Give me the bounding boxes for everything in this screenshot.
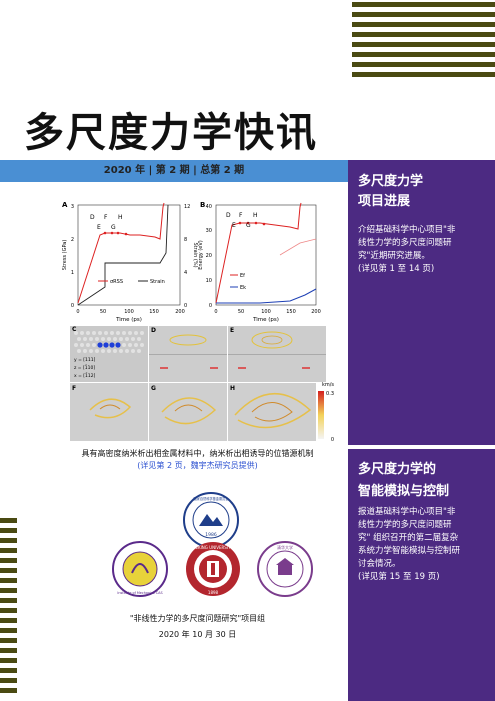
svg-text:km/s: km/s: [322, 382, 334, 388]
caption-line1: 具有高密度纳米析出相金属材料中，纳米析出相诱导的位错源机制: [81, 449, 314, 458]
svg-text:Energy (eV): Energy (eV): [198, 240, 204, 270]
section1-text: 介绍基础科学中心项目"非 线性力学的多尺度问题研 究"近期研究进展。 (详见第 …: [358, 225, 456, 274]
svg-text:H: H: [253, 212, 258, 219]
svg-text:y = [111]: y = [111]: [74, 357, 96, 363]
svg-text:1: 1: [71, 270, 74, 276]
svg-text:Time (ps): Time (ps): [252, 317, 279, 323]
figure-caption: 具有高密度纳米析出相金属材料中，纳米析出相诱导的位错源机制 (详见第 2 页，魏…: [60, 448, 335, 472]
panel-b: B D E F G H Ef Ek 0 50 100 150 200 Time …: [198, 201, 321, 323]
panel-h: H: [228, 383, 316, 441]
svg-text:A: A: [62, 201, 68, 209]
svg-text:50: 50: [100, 309, 106, 315]
svg-text:E: E: [232, 222, 236, 229]
panel-e: E: [228, 326, 326, 382]
svg-text:10: 10: [206, 278, 212, 284]
svg-text:40: 40: [206, 204, 212, 210]
footer-date: 2020 年 10 月 30 日: [158, 630, 237, 639]
svg-text:Time (ps): Time (ps): [115, 317, 142, 323]
svg-text:D: D: [90, 214, 95, 221]
section1-title-line1: 多尺度力学: [358, 174, 424, 189]
section1-title-line2: 项目进展: [358, 194, 411, 209]
panel-c: C y = [111] z = [1̄10] x = [1̄12]: [70, 326, 148, 382]
svg-text:8: 8: [184, 237, 187, 243]
svg-text:x = [1̄12]: x = [1̄12]: [74, 372, 96, 379]
issue-line: 2020 年 | 第 2 期 | 总第 2 期: [0, 160, 348, 182]
svg-text:200: 200: [175, 309, 185, 315]
svg-text:Strain: Strain: [150, 279, 165, 285]
nsfc-logo: 1986 国家自然科学基金委员会: [183, 492, 239, 548]
section2-title-line2: 智能模拟与控制: [358, 484, 450, 499]
svg-text:Ef: Ef: [240, 273, 245, 279]
tsinghua-logo: 清华大学: [257, 541, 313, 597]
imech-cas-logo: Institute of Mechanics CAS: [112, 541, 168, 597]
svg-text:清华大学: 清华大学: [277, 544, 293, 550]
svg-text:G: G: [111, 224, 116, 231]
svg-text:150: 150: [149, 309, 159, 315]
sidebar-divider: [348, 445, 495, 449]
svg-text:G: G: [151, 385, 156, 392]
svg-text:0: 0: [214, 309, 217, 315]
colorbar: km/s 0.3 0: [318, 382, 334, 443]
svg-text:0: 0: [209, 303, 212, 309]
section2-title-line1: 多尺度力学的: [358, 462, 437, 477]
svg-text:1986: 1986: [205, 532, 217, 538]
svg-text:Strain (%): Strain (%): [192, 242, 198, 267]
svg-text:G: G: [246, 222, 251, 229]
sidebar: 多尺度力学 项目进展 介绍基础科学中心项目"非 线性力学的多尺度问题研 究"近期…: [348, 160, 495, 701]
svg-text:国家自然科学基金委员会: 国家自然科学基金委员会: [193, 496, 229, 501]
section2-text: 报道基础科学中心项目"非 线性力学的多尺度问题研 究" 组织召开的第二届复杂 系…: [358, 507, 461, 582]
svg-text:150: 150: [286, 309, 296, 315]
svg-text:F: F: [72, 385, 76, 392]
svg-text:F: F: [104, 214, 108, 221]
panel-f: F: [70, 383, 148, 441]
svg-text:20: 20: [206, 253, 212, 259]
svg-text:100: 100: [261, 309, 271, 315]
svg-text:50: 50: [238, 309, 244, 315]
footer-organization: "非线性力学的多尺度问题研究"项目组: [129, 614, 266, 623]
svg-text:Stress (GPa): Stress (GPa): [62, 240, 68, 271]
top-stripes: [352, 2, 495, 82]
svg-text:B: B: [200, 201, 205, 209]
svg-text:12: 12: [184, 204, 190, 210]
pku-logo: PEKING UNIVERSITY 1898: [186, 542, 240, 596]
research-figure: A D E F G H σRSS Strain 0 50 100 150 200…: [60, 195, 335, 445]
svg-text:Institute of Mechanics CAS: Institute of Mechanics CAS: [117, 591, 162, 595]
svg-text:z = [1̄10]: z = [1̄10]: [74, 364, 95, 371]
svg-text:PEKING UNIVERSITY: PEKING UNIVERSITY: [193, 545, 233, 550]
newsletter-title: 多尺度力学快讯: [24, 110, 318, 156]
svg-text:D: D: [226, 212, 231, 219]
svg-text:30: 30: [206, 228, 212, 234]
svg-text:0: 0: [331, 437, 334, 443]
svg-text:E: E: [230, 327, 234, 334]
panel-g: G: [149, 383, 227, 441]
svg-text:H: H: [230, 385, 235, 392]
svg-text:0.3: 0.3: [326, 391, 334, 397]
bottom-stripes: [0, 518, 17, 698]
svg-text:0: 0: [76, 309, 79, 315]
svg-text:Ek: Ek: [240, 285, 246, 291]
svg-text:2: 2: [71, 237, 74, 243]
svg-text:C: C: [72, 326, 77, 333]
svg-text:4: 4: [184, 270, 187, 276]
svg-text:E: E: [97, 224, 101, 231]
svg-text:D: D: [151, 327, 156, 334]
svg-text:3: 3: [71, 204, 74, 210]
svg-text:F: F: [239, 212, 243, 219]
svg-text:0: 0: [71, 303, 74, 309]
svg-text:100: 100: [124, 309, 134, 315]
svg-text:200: 200: [311, 309, 321, 315]
svg-text:σRSS: σRSS: [110, 279, 123, 285]
svg-text:H: H: [118, 214, 123, 221]
svg-text:1898: 1898: [208, 590, 219, 595]
panel-d: D: [149, 326, 227, 382]
caption-line2: (详见第 2 页，魏宇杰研究员提供): [137, 461, 258, 470]
svg-text:0: 0: [184, 303, 187, 309]
panel-a: A D E F G H σRSS Strain 0 50 100 150 200…: [62, 201, 198, 323]
